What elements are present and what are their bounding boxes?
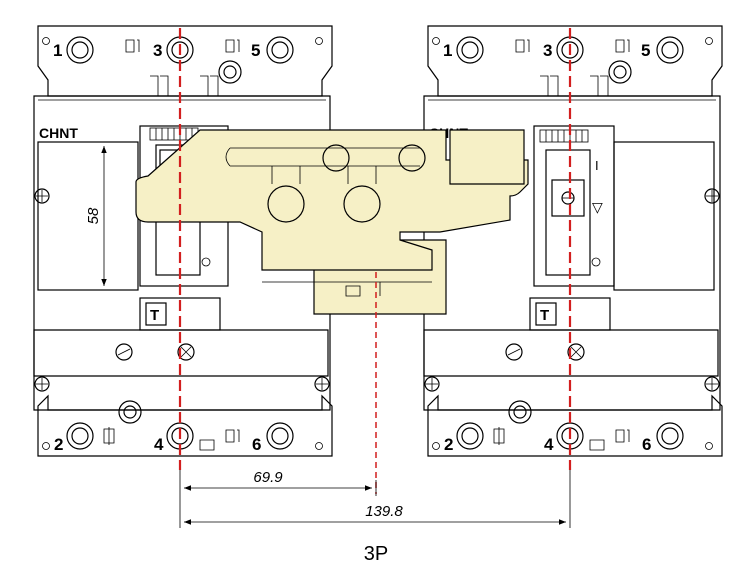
terminal-label-6: 6 <box>642 435 651 454</box>
on-symbol: I <box>595 158 599 173</box>
terminal-screw <box>656 36 684 64</box>
side-screw <box>704 188 720 204</box>
cover-screw <box>567 343 585 361</box>
terminal-label-1: 1 <box>443 41 452 60</box>
cover-screw <box>177 343 195 361</box>
terminal-label-3: 3 <box>543 41 552 60</box>
height-dimension: 58 <box>60 141 132 291</box>
terminal-screw <box>66 36 94 64</box>
terminal-screw <box>456 422 484 450</box>
handle-knob <box>561 191 575 205</box>
terminal-screw <box>266 36 294 64</box>
off-symbol: ▽ <box>592 199 603 215</box>
cover-screw <box>505 343 523 361</box>
interlock-plate <box>135 129 529 315</box>
side-screw <box>704 376 720 392</box>
side-screw <box>34 376 50 392</box>
terminal-screw <box>456 36 484 64</box>
test-button[interactable] <box>145 302 167 326</box>
terminal-screw <box>66 422 94 450</box>
terminal-label-5: 5 <box>641 41 650 60</box>
terminal-label-1: 1 <box>53 41 62 60</box>
terminal-label-6: 6 <box>252 435 261 454</box>
mount-screw <box>118 400 142 424</box>
breaker-right <box>423 25 723 457</box>
cover-screw <box>115 343 133 361</box>
mount-screw <box>608 60 632 84</box>
terminal-screw <box>656 422 684 450</box>
mount-screw <box>218 60 242 84</box>
test-button-label: T <box>540 307 549 324</box>
terminal-label-4: 4 <box>544 435 554 454</box>
side-screw <box>34 188 50 204</box>
terminal-label-2: 2 <box>54 435 63 454</box>
side-screw <box>314 376 330 392</box>
offset-dimension: 69.9 <box>179 469 377 496</box>
height-label: 58 <box>85 207 102 224</box>
spacing-label: 139.8 <box>365 503 403 520</box>
test-button[interactable] <box>535 302 557 326</box>
mount-screw <box>508 400 532 424</box>
brand-logo-left: CHNT <box>39 125 78 141</box>
test-button-label: T <box>150 307 159 324</box>
terminal-label-2: 2 <box>444 435 453 454</box>
pole-count-caption: 3P <box>364 543 388 565</box>
terminal-label-4: 4 <box>154 435 164 454</box>
terminal-label-5: 5 <box>251 41 260 60</box>
side-screw <box>424 376 440 392</box>
spacing-dimension: 139.8 <box>179 470 571 528</box>
terminal-screw <box>266 422 294 450</box>
terminal-label-3: 3 <box>153 41 162 60</box>
offset-label: 69.9 <box>253 469 283 486</box>
